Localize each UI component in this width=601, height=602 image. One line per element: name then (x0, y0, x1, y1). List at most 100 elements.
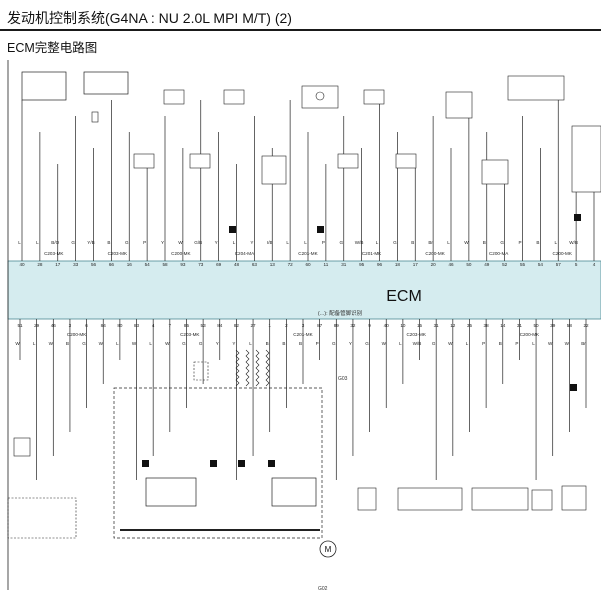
top-wire-color: L (18, 240, 21, 245)
bottom-pin-label: 40 (384, 323, 390, 328)
bottom-wire-color: G (432, 341, 436, 346)
bottom-part-3 (397, 487, 463, 511)
bottom-pin-label: 15 (417, 323, 423, 328)
bottom-wire-color: L (149, 341, 152, 346)
top-pin-label: 33 (73, 262, 79, 267)
motor-circle (319, 540, 337, 558)
twisted-wire (235, 349, 240, 387)
bottom-wire-color: L (33, 341, 36, 346)
top-pin-label: 55 (520, 262, 526, 267)
bottom-wire-color: B (499, 341, 502, 346)
top-wire-color: W/B (355, 240, 364, 245)
top-pin-label: 5 (575, 262, 578, 267)
top-pin-label: 69 (216, 262, 222, 267)
bottom-wire-color: Y (232, 341, 235, 346)
bottom-wire-color: L (532, 341, 535, 346)
num-box-1a (210, 460, 217, 467)
sensor-box-7 (363, 89, 385, 105)
top-wire-color: Y (161, 240, 164, 245)
top-pin-label: 60 (305, 262, 311, 267)
bottom-part-5 (531, 489, 553, 511)
num-box-3b (574, 214, 581, 221)
bottom-pin-label: 51 (17, 323, 23, 328)
sensor-box-1 (163, 89, 185, 105)
bottom-pin-label: 84 (101, 323, 107, 328)
top-wire-color: P (518, 240, 521, 245)
top-pin-label: 49 (484, 262, 490, 267)
top-wire-color: L (304, 240, 307, 245)
bottom-wire-color: W (15, 341, 20, 346)
bottom-pin-label: 87 (317, 323, 323, 328)
bottom-pin-label: 50 (533, 323, 539, 328)
num-box-3 (317, 226, 324, 233)
bottom-wire-color: W (382, 341, 387, 346)
bottom-pin-label: 9 (368, 323, 371, 328)
module-a (145, 477, 197, 507)
twisted-wire (245, 349, 250, 387)
bottom-wire-color: W (165, 341, 170, 346)
top-wire-color: G (393, 240, 397, 245)
bottom-wire-color: G (82, 341, 86, 346)
bottom-pin-label: 3 (302, 323, 305, 328)
bottom-pin-label: 12 (450, 323, 456, 328)
bottom-pin-label: 39 (550, 323, 556, 328)
top-pin-label: 56 (91, 262, 97, 267)
top-wire-color: B (536, 240, 539, 245)
bottom-pin-label: 89 (334, 323, 340, 328)
bottom-wire-color: W (49, 341, 54, 346)
top-wire-color: L (554, 240, 557, 245)
top-wire-color: Y (250, 240, 253, 245)
bottom-pin-label: 58 (567, 323, 573, 328)
bottom-part-4 (471, 487, 529, 511)
bottom-wire-color: P (316, 341, 319, 346)
top-pin-label: 50 (466, 262, 472, 267)
bottom-pin-label: 29 (34, 323, 40, 328)
bottom-wire-color: L (399, 341, 402, 346)
sensor-box-3 (133, 153, 155, 169)
top-wire-color: W (178, 240, 183, 245)
top-pin-label: 46 (448, 262, 454, 267)
bottom-pin-label: 31 (434, 323, 440, 328)
top-pin-label: 54 (145, 262, 151, 267)
bottom-wire-color: G (199, 341, 203, 346)
fuse-f1 (91, 111, 99, 123)
top-pin-label: 93 (180, 262, 186, 267)
top-pin-label: 40 (19, 262, 25, 267)
top-pin-label: 4 (593, 262, 596, 267)
motor-label: M (325, 545, 332, 554)
bottom-pin-label: 38 (484, 323, 490, 328)
top-connector-label: C200-MK (171, 251, 191, 256)
bottom-wire-color: W (565, 341, 570, 346)
ground-g02: G02 (318, 586, 328, 592)
bottom-connector-label: C200-MK (67, 332, 87, 337)
bottom-pin-label: 84 (217, 323, 223, 328)
bottom-pin-label: 6 (85, 323, 88, 328)
bottom-wire-color: W (132, 341, 137, 346)
top-pin-label: 95 (359, 262, 365, 267)
top-wire-color: B/O (51, 240, 59, 245)
top-wire-color: L (233, 240, 236, 245)
bottom-pin-label: 31 (517, 323, 523, 328)
top-pin-label: 17 (413, 262, 419, 267)
dashed-box-small (193, 361, 209, 381)
top-pin-label: 31 (341, 262, 347, 267)
top-pin-label: 54 (538, 262, 544, 267)
sensor-box-8 (337, 153, 359, 169)
top-pin-label: 48 (234, 262, 240, 267)
bottom-wire-color: P (515, 341, 518, 346)
top-wire-color: G (71, 240, 75, 245)
top-wire-color: G/B (194, 240, 202, 245)
bottom-pin-label: 27 (250, 323, 256, 328)
num-box-1c (570, 384, 577, 391)
bottom-pin-label: 1 (268, 323, 271, 328)
top-pin-label: 72 (288, 262, 294, 267)
bottom-connector-label: C203-MK (406, 332, 426, 337)
bottom-pin-label: 83 (134, 323, 140, 328)
top-wire-color: B (483, 240, 486, 245)
bottom-wire-color: Br (581, 341, 586, 346)
top-pin-label: 11 (323, 262, 328, 267)
top-wire-color: G (125, 240, 129, 245)
bottom-connector-label: C203-MK (180, 332, 200, 337)
top-wire-color: P (322, 240, 325, 245)
